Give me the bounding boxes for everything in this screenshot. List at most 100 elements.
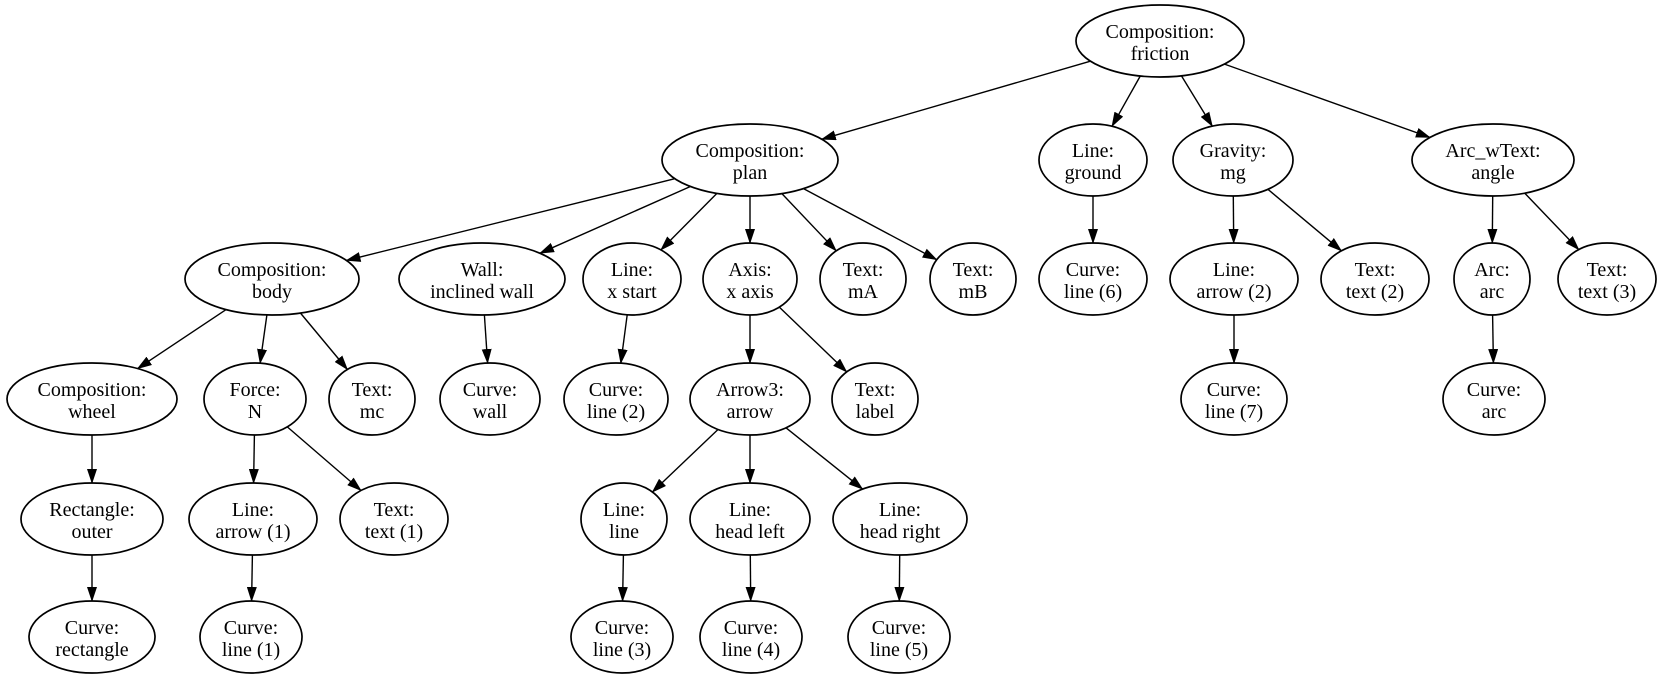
node-type-text-angle: Arc_wText: [1445,140,1540,162]
node-title-text-line2: line (2) [587,401,645,423]
node-title-text-text1: text (1) [365,521,423,543]
node-ellipse-plan [661,123,839,197]
node-type-text-line1: Curve: [224,617,278,639]
node-title-text-ground: ground [1065,162,1122,184]
node-title-text-wheel: wheel [68,401,116,423]
edge-body-mc [299,312,349,371]
node-ellipse-text1 [339,482,449,556]
node-ellipse-head_left [689,482,811,556]
node-line_node: Line:line [580,482,668,556]
node-title-text-x_start: x start [607,281,657,303]
node-type-text-line4: Curve: [724,617,778,639]
node-x_axis: Axis:x axis [702,242,798,316]
node-type-text-inclined_wall: Wall: [461,259,504,281]
edge-arrow3-line_node [651,428,719,493]
node-title-text-text2: text (2) [1346,281,1404,303]
node-wheel: Composition:wheel [6,362,178,436]
edge-angle-text3 [1524,192,1580,251]
node-type-text-x_axis: Axis: [728,259,771,281]
node-type-text-ground: Line: [1072,140,1114,162]
node-rectangle: Curve:rectangle [28,600,156,674]
node-ellipse-friction [1075,4,1245,78]
node-type-text-head_right: Line: [879,499,921,521]
node-ellipse-force_n [203,362,307,436]
node-title-text-arrow3: arrow [727,401,774,423]
node-type-text-plan: Composition: [696,140,805,162]
edge-arc-arc_curve [1488,314,1499,364]
node-type-text-text3: Text: [1587,259,1628,281]
node-type-text-wheel: Composition: [38,379,147,401]
node-type-text-head_left: Line: [729,499,771,521]
node-type-text-line6: Curve: [1066,259,1120,281]
node-title-text-plan: plan [733,162,767,184]
node-arc: Arc:arc [1453,242,1531,316]
node-mg: Gravity:mg [1172,123,1294,197]
node-title-text-arrow2: arrow (2) [1197,281,1272,303]
node-title-text-force_n: N [248,401,262,423]
node-x_start: Line:x start [582,242,682,316]
node-label: Text:label [831,362,919,436]
nodes-layer: Composition:frictionComposition:planLine… [6,4,1657,674]
node-type-text-line_node: Line: [603,499,645,521]
node-text2: Text:text (2) [1320,242,1430,316]
edge-plan-x_start [660,192,718,251]
node-ellipse-line4 [699,600,803,674]
node-title-text-wall: wall [473,401,508,423]
edge-plan-mA [781,193,837,252]
node-title-text-rectangle: rectangle [55,639,128,661]
node-title-text-arrow1: arrow (1) [216,521,291,543]
node-title-text-mB: mB [959,281,988,303]
node-type-text-arc_curve: Curve: [1467,379,1521,401]
node-type-text-arrow2: Line: [1213,259,1255,281]
node-type-text-friction: Composition: [1106,21,1215,43]
node-type-text-line3: Curve: [595,617,649,639]
node-type-text-mc: Text: [352,379,393,401]
node-type-text-rectangle: Curve: [65,617,119,639]
edges-layer [87,60,1580,602]
node-ellipse-rectangle [28,600,156,674]
node-type-text-text1: Text: [374,499,415,521]
node-title-text-arc: arc [1480,281,1505,303]
node-line1: Curve:line (1) [199,600,303,674]
node-type-text-arc: Arc: [1474,259,1510,281]
node-line6: Curve:line (6) [1038,242,1148,316]
node-type-text-arrow3: Arrow3: [716,379,784,401]
node-arc_curve: Curve:arc [1442,362,1546,436]
node-line7: Curve:line (7) [1180,362,1288,436]
node-ellipse-head_right [832,482,968,556]
node-title-text-outer: outer [71,521,112,543]
node-type-text-arrow1: Line: [232,499,274,521]
node-ellipse-x_axis [702,242,798,316]
node-type-text-mB: Text: [953,259,994,281]
node-ellipse-mB [929,242,1017,316]
node-title-text-angle: angle [1471,162,1514,184]
node-ellipse-text2 [1320,242,1430,316]
node-mB: Text:mB [929,242,1017,316]
edge-arrow1-line1 [246,554,257,602]
node-head_right: Line:head right [832,482,968,556]
node-ellipse-line2 [563,362,669,436]
node-head_left: Line:head left [689,482,811,556]
node-title-text-line4: line (4) [722,639,780,661]
node-type-text-mg: Gravity: [1200,140,1267,162]
node-ground: Line:ground [1038,123,1148,197]
node-title-text-mA: mA [848,281,879,303]
node-inclined_wall: Wall:inclined wall [398,242,566,316]
node-ellipse-angle [1411,123,1575,197]
node-friction: Composition:friction [1075,4,1245,78]
node-force_n: Force:N [203,362,307,436]
node-ellipse-line_node [580,482,668,556]
node-ellipse-text3 [1557,242,1657,316]
node-ellipse-arrow3 [689,362,811,436]
node-ellipse-arc [1453,242,1531,316]
node-line5: Curve:line (5) [847,600,951,674]
node-title-text-line6: line (6) [1064,281,1122,303]
node-title-text-line3: line (3) [593,639,651,661]
node-wall: Curve:wall [439,362,541,436]
node-text3: Text:text (3) [1557,242,1657,316]
node-title-text-x_axis: x axis [726,281,773,303]
node-body: Composition:body [184,242,360,316]
edge-force_n-text1 [286,426,362,492]
